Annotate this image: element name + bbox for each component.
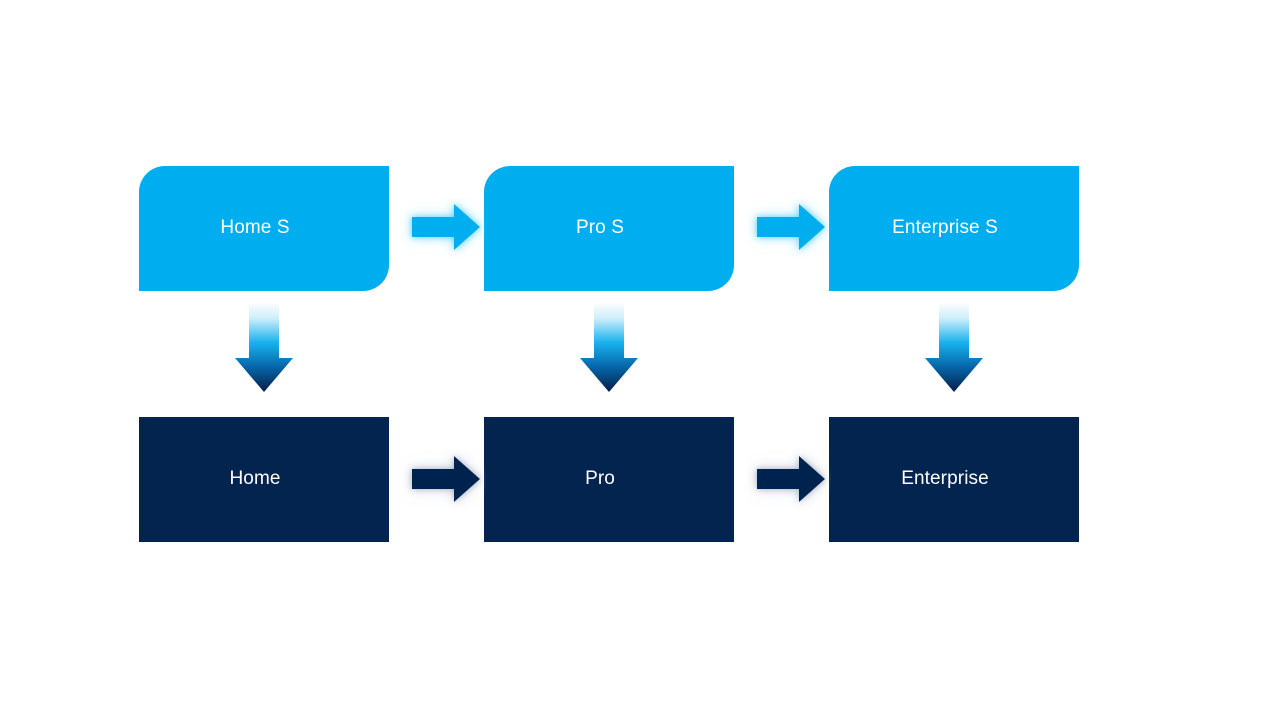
- node-enterprise-s[interactable]: Enterprise S: [829, 166, 1079, 291]
- node-enterprise[interactable]: Enterprise: [829, 417, 1079, 542]
- connector-enterprise-s-to-enterprise: [922, 302, 986, 394]
- arrow-right-icon: [757, 204, 825, 250]
- arrow-right-icon: [412, 456, 480, 502]
- connector-home-s-to-pro-s: [402, 196, 486, 258]
- node-label-enterprise: Enterprise: [901, 468, 989, 490]
- node-label-home: Home: [229, 468, 281, 490]
- arrow-down-icon: [925, 302, 983, 392]
- connector-pro-s-to-enterprise-s: [747, 196, 831, 258]
- arrow-right-icon: [412, 204, 480, 250]
- connector-pro-to-enterprise: [747, 448, 831, 510]
- node-label-enterprise-s: Enterprise S: [892, 217, 998, 239]
- arrow-down-icon: [580, 302, 638, 392]
- node-label-home-s: Home S: [220, 217, 290, 239]
- node-label-pro: Pro: [585, 468, 615, 490]
- node-pro[interactable]: Pro: [484, 417, 734, 542]
- connector-home-to-pro: [402, 448, 486, 510]
- arrow-right-icon: [757, 456, 825, 502]
- node-home-s[interactable]: Home S: [139, 166, 389, 291]
- node-pro-s[interactable]: Pro S: [484, 166, 734, 291]
- node-home[interactable]: Home: [139, 417, 389, 542]
- connector-pro-s-to-pro: [577, 302, 641, 394]
- node-label-pro-s: Pro S: [575, 217, 625, 239]
- connector-home-s-to-home: [232, 302, 296, 394]
- arrow-down-icon: [235, 302, 293, 392]
